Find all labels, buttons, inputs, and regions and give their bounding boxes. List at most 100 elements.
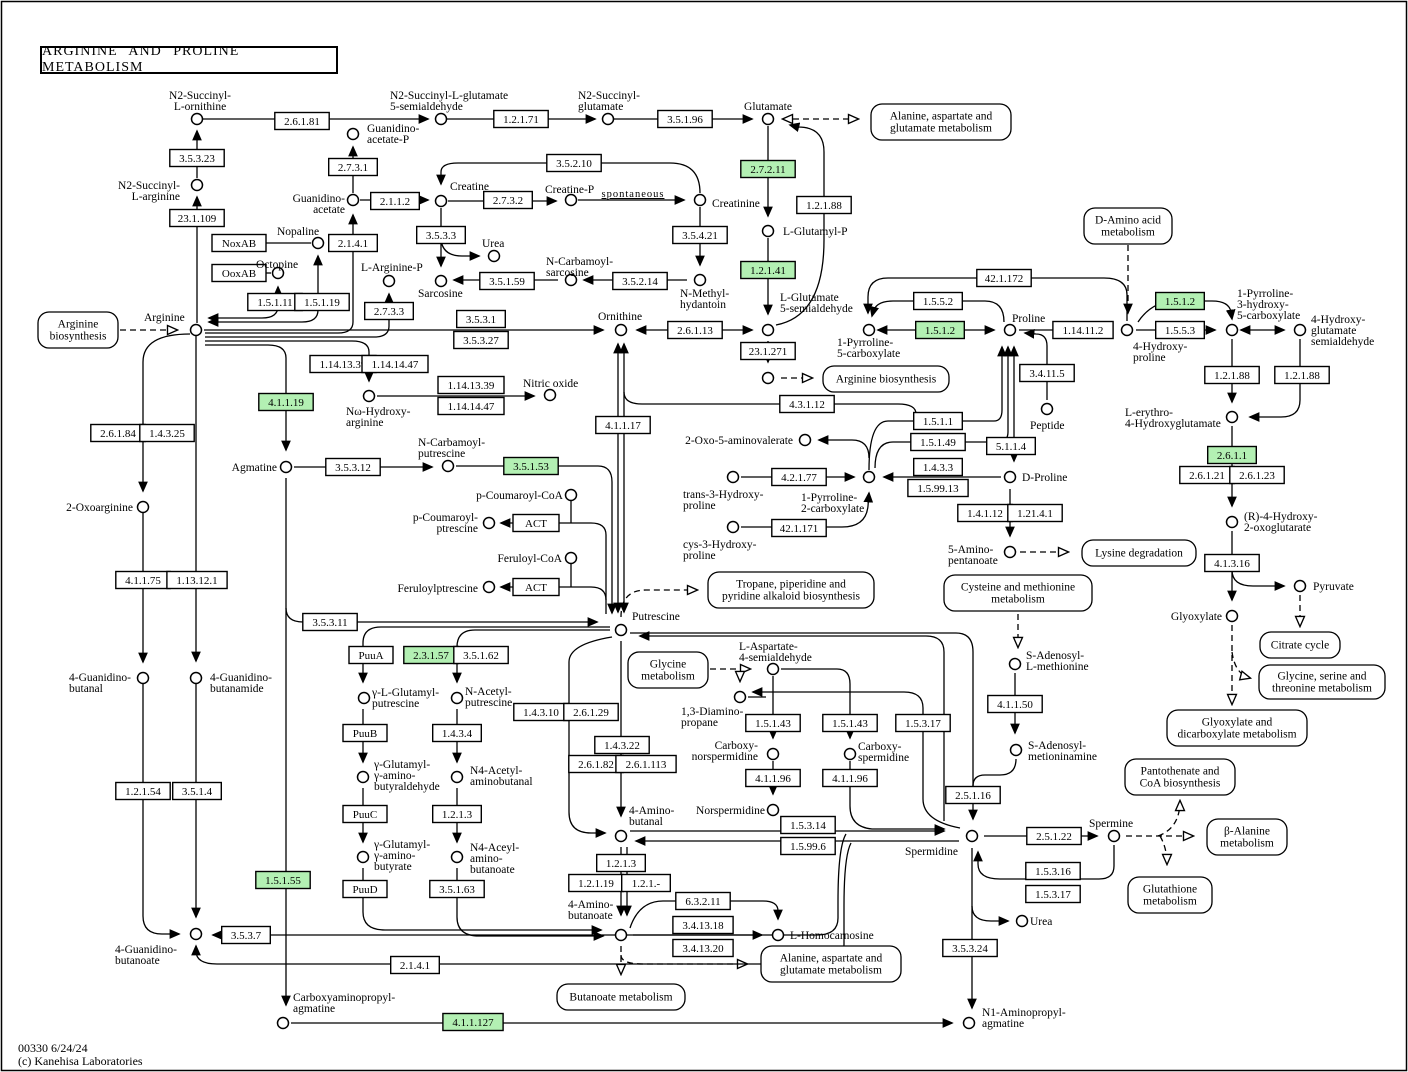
enzyme-box[interactable] <box>211 263 267 283</box>
enzyme-box[interactable] <box>780 836 836 856</box>
pathway-link-box[interactable] <box>1258 664 1386 700</box>
enzyme-box[interactable] <box>1052 320 1114 340</box>
metabolite-node[interactable] <box>1293 579 1307 593</box>
enzyme-box[interactable] <box>493 109 549 129</box>
enzyme-box[interactable] <box>913 411 964 431</box>
enzyme-box[interactable] <box>745 713 801 733</box>
metabolite-node[interactable] <box>487 249 501 263</box>
enzyme-box[interactable] <box>432 723 483 743</box>
metabolite-node[interactable] <box>190 178 204 192</box>
enzyme-box[interactable] <box>1019 363 1075 383</box>
enzyme-box[interactable] <box>416 225 467 245</box>
metabolite-node[interactable] <box>766 662 780 676</box>
enzyme-box[interactable] <box>740 341 796 361</box>
enzyme-box[interactable] <box>672 938 734 958</box>
enzyme-box[interactable] <box>139 423 195 443</box>
enzyme-box[interactable] <box>169 148 225 168</box>
enzyme-box[interactable] <box>771 518 827 538</box>
enzyme-box[interactable] <box>657 109 713 129</box>
metabolite-node[interactable] <box>761 371 775 385</box>
metabolite-node[interactable] <box>1225 515 1239 529</box>
enzyme-box[interactable] <box>361 354 429 374</box>
enzyme-box[interactable] <box>740 260 796 280</box>
enzyme-box[interactable] <box>907 478 969 498</box>
metabolite-node[interactable] <box>564 488 578 502</box>
enzyme-box[interactable] <box>987 694 1043 714</box>
enzyme-box[interactable] <box>596 853 647 873</box>
metabolite-node[interactable] <box>356 770 370 784</box>
enzyme-box[interactable] <box>255 870 311 890</box>
metabolite-node[interactable] <box>482 516 496 530</box>
enzyme-box[interactable] <box>258 392 314 412</box>
enzyme-box[interactable] <box>220 925 271 945</box>
pathway-link-box[interactable] <box>943 574 1093 612</box>
pathway-link-box[interactable] <box>707 571 875 609</box>
pathway-link-box[interactable] <box>822 365 950 393</box>
metabolite-node[interactable] <box>346 127 360 141</box>
metabolite-node[interactable] <box>382 274 396 288</box>
metabolite-node[interactable] <box>346 193 360 207</box>
enzyme-box[interactable] <box>1154 291 1205 311</box>
metabolite-node[interactable] <box>1225 410 1239 424</box>
metabolite-node[interactable] <box>189 671 203 685</box>
enzyme-box[interactable] <box>442 1012 504 1032</box>
metabolite-node[interactable] <box>564 273 578 287</box>
enzyme-box[interactable] <box>594 735 650 755</box>
metabolite-node[interactable] <box>726 520 740 534</box>
metabolite-node[interactable] <box>441 459 455 473</box>
metabolite-node[interactable] <box>761 224 775 238</box>
metabolite-node[interactable] <box>1225 323 1239 337</box>
enzyme-box[interactable] <box>512 577 560 597</box>
enzyme-box[interactable] <box>370 191 421 211</box>
metabolite-node[interactable] <box>614 829 628 843</box>
enzyme-box[interactable] <box>432 804 483 824</box>
enzyme-box[interactable] <box>453 645 509 665</box>
metabolite-node[interactable] <box>798 433 812 447</box>
metabolite-node[interactable] <box>357 691 371 705</box>
metabolite-node[interactable] <box>434 112 448 126</box>
metabolite-node[interactable] <box>1293 323 1307 337</box>
pathway-link-box[interactable] <box>1083 207 1173 245</box>
metabolite-node[interactable] <box>862 470 876 484</box>
enzyme-box[interactable] <box>479 271 535 291</box>
enzyme-box[interactable] <box>342 804 388 824</box>
pathway-link-box[interactable] <box>1124 758 1236 796</box>
metabolite-node[interactable] <box>693 193 707 207</box>
enzyme-box[interactable] <box>667 320 723 340</box>
enzyme-box[interactable] <box>437 375 505 395</box>
enzyme-box[interactable] <box>672 225 728 245</box>
enzyme-box[interactable] <box>910 432 966 452</box>
enzyme-box[interactable] <box>1204 553 1260 573</box>
enzyme-box[interactable] <box>822 713 878 733</box>
metabolite-node[interactable] <box>190 112 204 126</box>
metabolite-node[interactable] <box>766 803 780 817</box>
enzyme-box[interactable] <box>390 955 441 975</box>
metabolite-node[interactable] <box>136 671 150 685</box>
enzyme-box[interactable] <box>294 292 350 312</box>
metabolite-node[interactable] <box>693 273 707 287</box>
metabolite-node[interactable] <box>564 551 578 565</box>
metabolite-node[interactable] <box>766 747 780 761</box>
enzyme-box[interactable] <box>796 195 852 215</box>
metabolite-node[interactable] <box>136 500 150 514</box>
enzyme-box[interactable] <box>456 309 507 329</box>
metabolite-node[interactable] <box>434 194 448 208</box>
metabolite-node[interactable] <box>733 690 747 704</box>
metabolite-node[interactable] <box>564 193 578 207</box>
enzyme-box[interactable] <box>453 330 509 350</box>
metabolite-node[interactable] <box>356 850 370 864</box>
metabolite-node[interactable] <box>771 928 785 942</box>
enzyme-box[interactable] <box>945 785 1001 805</box>
enzyme-box[interactable] <box>328 157 379 177</box>
metabolite-node[interactable] <box>614 323 628 337</box>
metabolite-node[interactable] <box>279 460 293 474</box>
enzyme-box[interactable] <box>437 396 505 416</box>
enzyme-box[interactable] <box>675 891 731 911</box>
metabolite-node[interactable] <box>450 691 464 705</box>
metabolite-node[interactable] <box>962 1016 976 1030</box>
enzyme-box[interactable] <box>1229 465 1285 485</box>
metabolite-node[interactable] <box>311 236 325 250</box>
metabolite-node[interactable] <box>450 770 464 784</box>
metabolite-node[interactable] <box>189 927 203 941</box>
enzyme-box[interactable] <box>274 111 330 131</box>
